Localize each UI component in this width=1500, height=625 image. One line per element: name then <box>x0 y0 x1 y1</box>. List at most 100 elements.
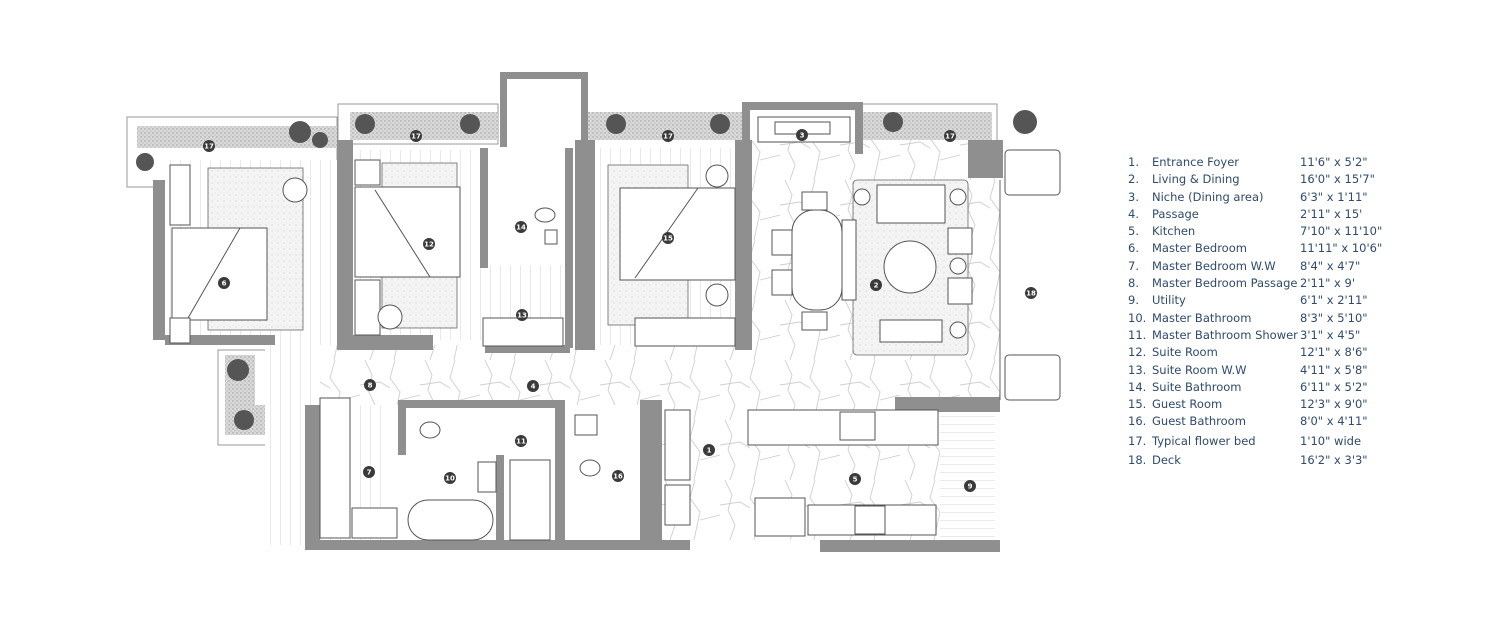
svg-text:1: 1 <box>707 447 712 455</box>
room-tag-7: 7 <box>363 466 375 478</box>
legend-dim: 11'6" x 5'2" <box>1300 155 1368 169</box>
legend-name: Master Bathroom Shower <box>1152 327 1298 342</box>
svg-text:9: 9 <box>968 483 973 491</box>
legend-row: 13. Suite Room W.W 4'11" x 5'8" <box>1128 362 1488 379</box>
room-tag-4: 4 <box>527 380 539 392</box>
legend-name: Master Bedroom W.W <box>1152 258 1276 273</box>
legend-name: Guest Room <box>1152 397 1223 412</box>
svg-text:17: 17 <box>945 133 955 141</box>
legend-dim: 4'11" x 5'8" <box>1300 362 1368 377</box>
svg-text:2: 2 <box>874 282 879 290</box>
legend-num: 6. <box>1128 241 1139 256</box>
legend-num: 1. <box>1128 155 1139 169</box>
legend-dim: 8'0" x 4'11" <box>1300 414 1368 429</box>
svg-text:17: 17 <box>204 143 214 151</box>
svg-text:15: 15 <box>663 235 673 243</box>
room-tag-14: 14 <box>515 221 527 233</box>
floor-plan: 1 2 3 4 5 6 7 8 9 10 11 12 13 14 15 16 1… <box>126 72 1061 552</box>
room-tag-17b: 17 <box>410 130 422 142</box>
legend-dim: 1'10" wide <box>1300 433 1362 448</box>
legend-name: Entrance Foyer <box>1152 155 1240 169</box>
legend-num: 7. <box>1128 258 1139 273</box>
legend-dim: 6'11" x 5'2" <box>1300 379 1368 394</box>
room-tag-13: 13 <box>516 309 528 321</box>
room-tags: 1 2 3 4 5 6 7 8 9 10 11 12 13 14 15 16 1… <box>203 129 1037 492</box>
room-tag-17c: 17 <box>662 130 674 142</box>
svg-text:18: 18 <box>1026 290 1036 298</box>
legend-row: 18. Deck 16'2" x 3'3" <box>1128 452 1488 469</box>
legend-dim: 7'10" x 11'10" <box>1300 224 1383 239</box>
room-tag-15: 15 <box>662 232 674 244</box>
legend-name: Living & Dining <box>1152 172 1240 187</box>
room-tag-1: 1 <box>703 444 715 456</box>
legend-dim: 2'11" x 9' <box>1300 276 1355 291</box>
legend-num: 14. <box>1128 379 1147 394</box>
legend-row: 17. Typical flower bed 1'10" wide <box>1128 433 1488 450</box>
legend-dim: 12'3" x 9'0" <box>1300 397 1368 412</box>
legend-row: 15. Guest Room 12'3" x 9'0" <box>1128 396 1488 413</box>
legend-num: 9. <box>1128 293 1139 308</box>
room-tag-10: 10 <box>444 472 456 484</box>
room-tag-12: 12 <box>423 238 435 250</box>
furniture <box>169 116 1061 541</box>
legend-name: Master Bathroom <box>1152 310 1252 325</box>
svg-text:7: 7 <box>367 469 372 477</box>
svg-text:5: 5 <box>853 476 858 484</box>
legend-row: 3.Niche (Dining area)6'3" x 1'11" <box>1128 189 1488 206</box>
legend-row: 10. Master Bathroom 8'3" x 5'10" <box>1128 310 1488 327</box>
legend-num: 10. <box>1128 310 1147 325</box>
room-tag-6: 6 <box>218 277 230 289</box>
legend-num: 3. <box>1128 189 1139 204</box>
svg-text:17: 17 <box>411 133 421 141</box>
svg-text:17: 17 <box>663 133 673 141</box>
legend-num: 15. <box>1128 397 1147 412</box>
room-tag-2: 2 <box>870 279 882 291</box>
svg-text:10: 10 <box>445 475 455 483</box>
room-tag-17a: 17 <box>203 140 215 152</box>
legend-num: 8. <box>1128 276 1139 291</box>
legend-name: Master Bedroom Passage <box>1152 276 1298 291</box>
legend-name: Suite Room <box>1152 345 1218 360</box>
legend-num: 13. <box>1128 362 1147 377</box>
svg-text:13: 13 <box>517 312 527 320</box>
svg-text:14: 14 <box>516 224 526 232</box>
legend-name: Passage <box>1152 206 1199 221</box>
legend-name: Deck <box>1152 453 1181 468</box>
walls <box>153 72 1003 552</box>
room-tag-17d: 17 <box>944 130 956 142</box>
room-tag-16: 16 <box>612 470 624 482</box>
legend-dim: 6'3" x 1'11" <box>1300 189 1368 204</box>
legend-name: Utility <box>1152 293 1186 308</box>
legend-name: Suite Room W.W <box>1152 362 1247 377</box>
svg-text:6: 6 <box>222 280 227 288</box>
legend-num: 16. <box>1128 414 1147 429</box>
legend-num: 17. <box>1128 433 1147 448</box>
legend-row: 2. Living & Dining 16'0" x 15'7" <box>1128 171 1488 188</box>
room-legend: 1. Entrance Foyer 11'6" x 5'2" 2. Living & … <box>1128 154 1488 469</box>
room-tag-11: 11 <box>515 435 527 447</box>
legend-dim: 11'11" x 10'6" <box>1300 241 1383 256</box>
legend-dim: 16'0" x 15'7" <box>1300 172 1375 187</box>
legend-num: 18. <box>1128 453 1147 468</box>
legend-name: Typical flower bed <box>1152 433 1256 448</box>
legend-dim: 8'3" x 5'10" <box>1300 310 1368 325</box>
legend-dim: 16'2" x 3'3" <box>1300 453 1368 468</box>
legend-num: 2. <box>1128 172 1139 187</box>
legend-num: 11. <box>1128 327 1147 342</box>
svg-text:8: 8 <box>368 382 373 390</box>
room-tag-3: 3 <box>796 129 808 141</box>
legend-row: 14. Suite Bathroom 6'11" x 5'2" <box>1128 379 1488 396</box>
room-tag-18: 18 <box>1025 287 1037 299</box>
legend-name: Suite Bathroom <box>1152 379 1242 394</box>
svg-text:16: 16 <box>613 473 623 481</box>
legend-num: 12. <box>1128 345 1147 360</box>
legend-name: Kitchen <box>1152 224 1196 239</box>
